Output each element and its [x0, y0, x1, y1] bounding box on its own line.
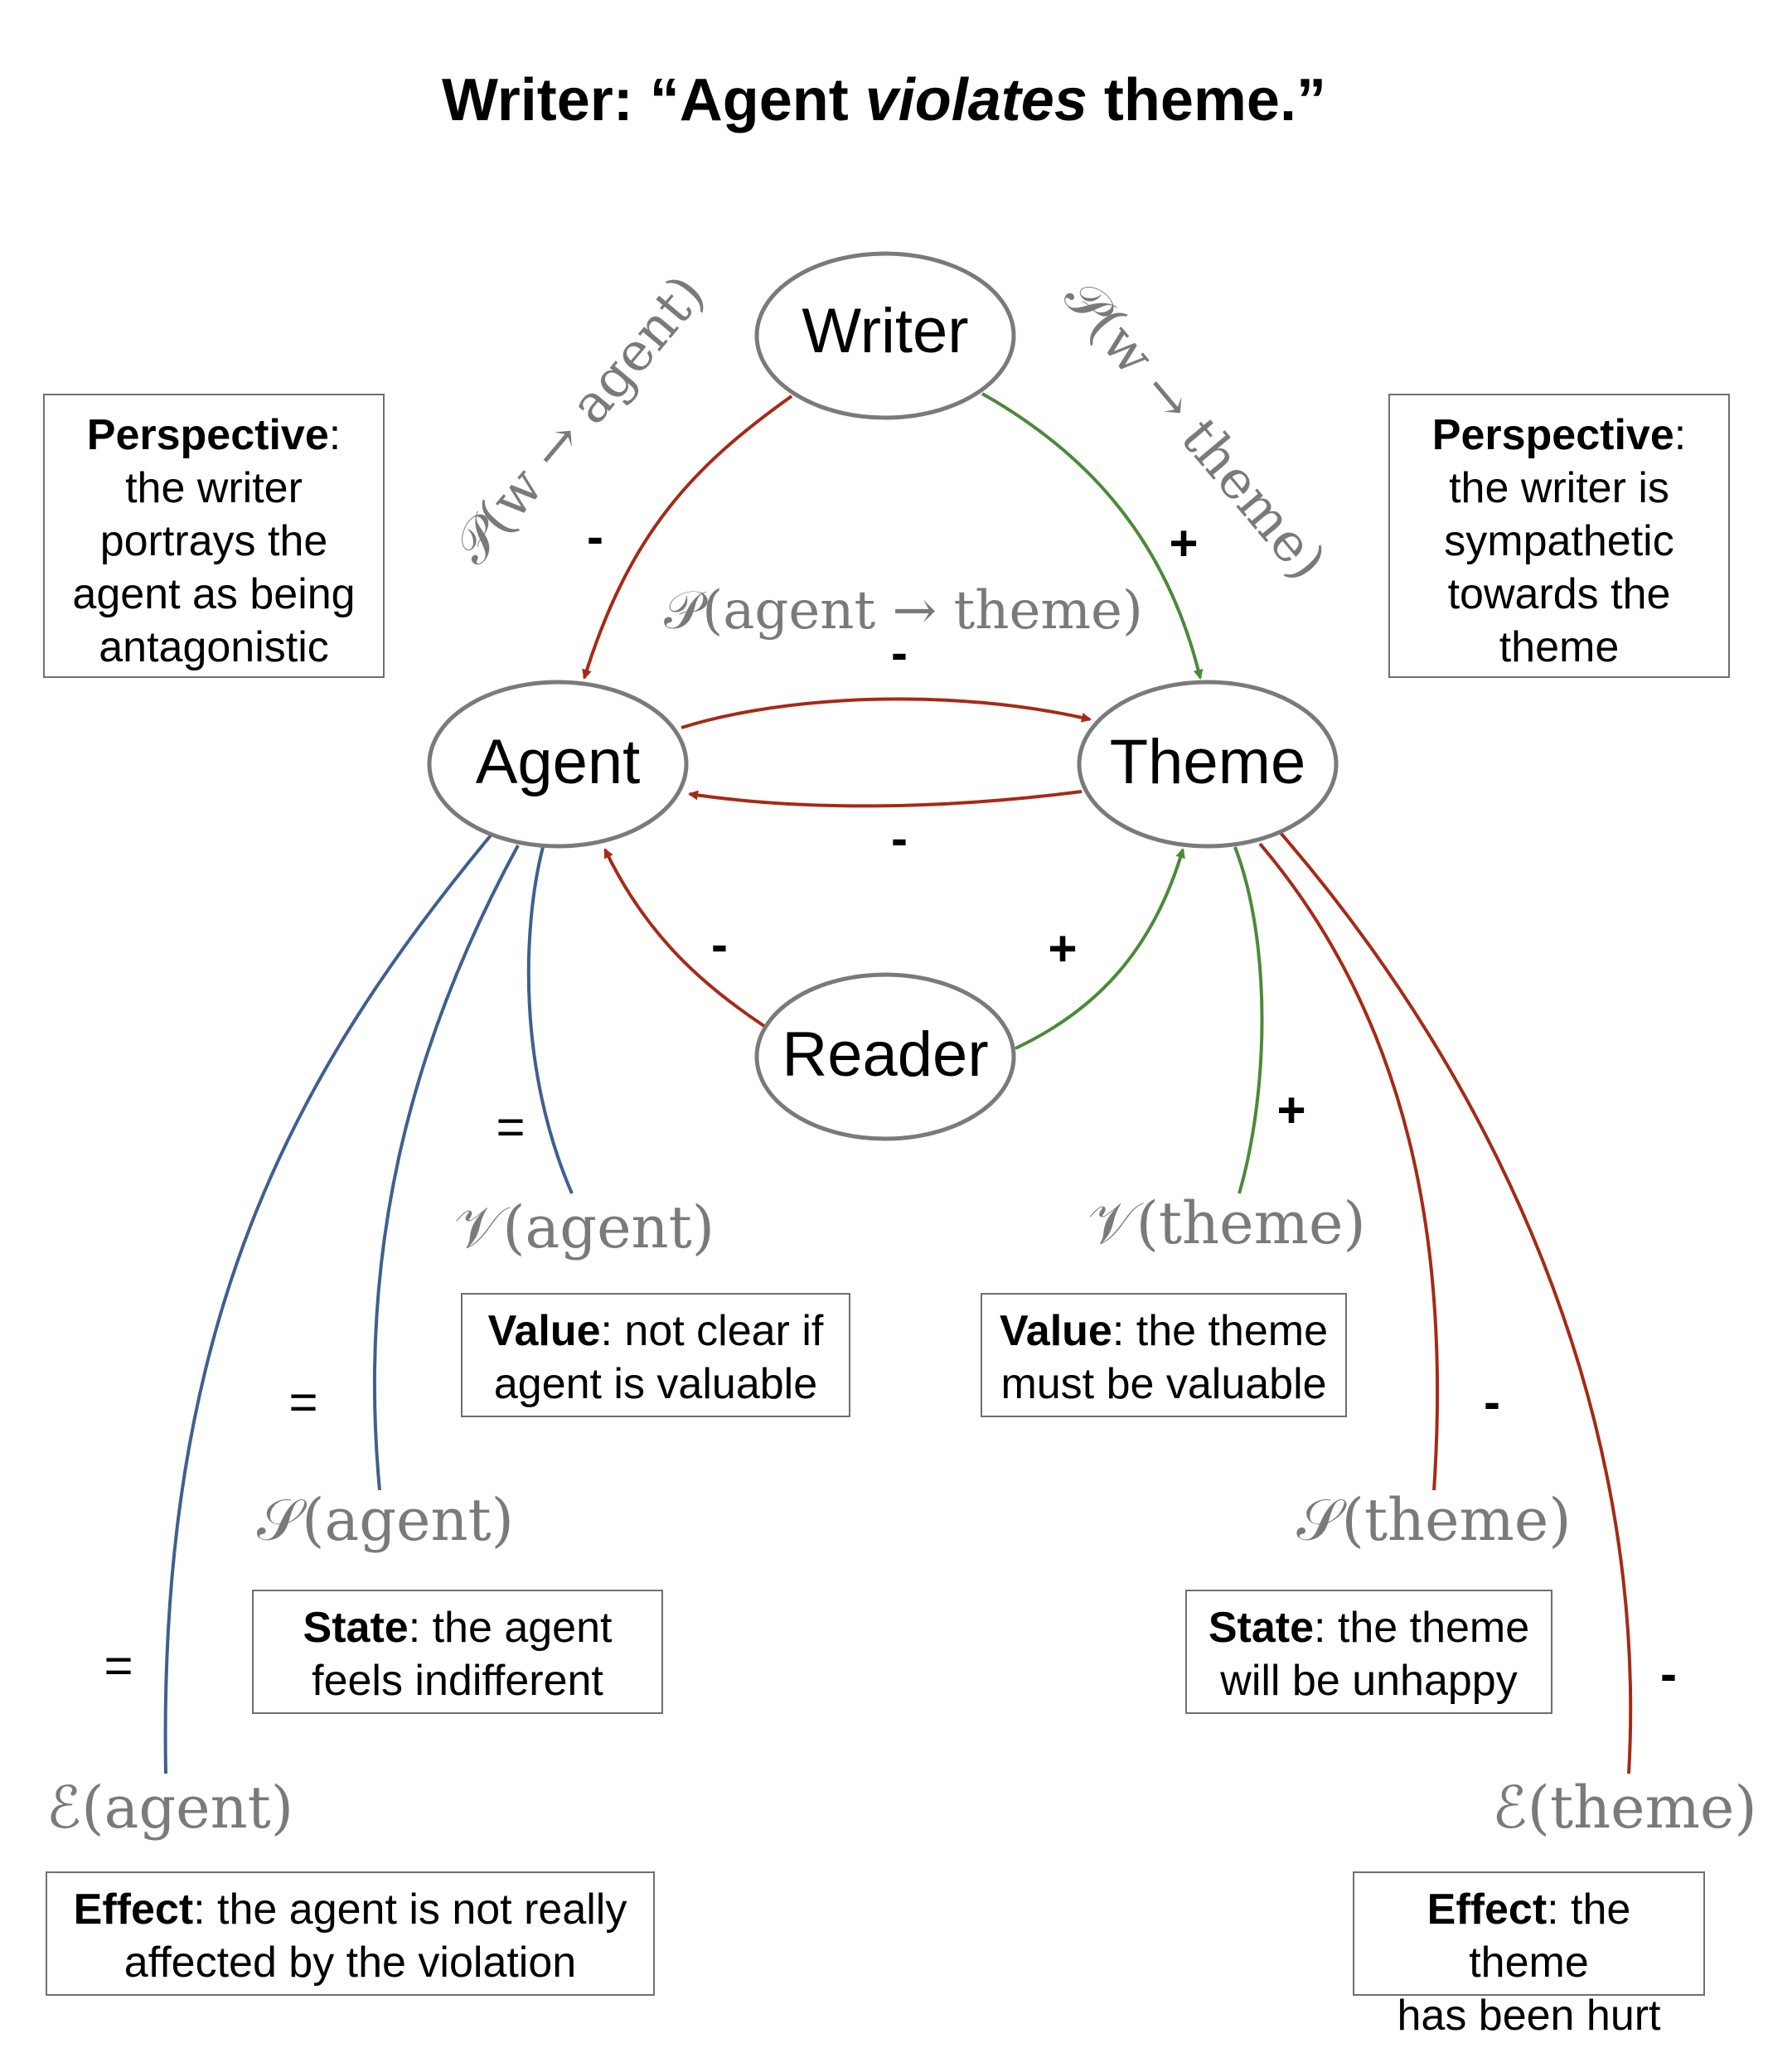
sign-writer-theme: +	[1169, 516, 1198, 571]
box-text: :	[328, 411, 341, 459]
edge-agent-value	[526, 846, 574, 1194]
node-agent-label: Agent	[476, 727, 641, 797]
box-text: : the agent is not really	[193, 1886, 627, 1934]
label-v-agent: 𝒱(agent)	[454, 1193, 714, 1261]
sign-reader-agent: -	[711, 917, 728, 972]
sign-theme-agent: -	[891, 811, 908, 866]
sign-e-theme: -	[1660, 1646, 1677, 1702]
label-e-agent: ℰ(agent)	[46, 1774, 293, 1842]
box-label: Value	[999, 1307, 1112, 1355]
box-text: antagonistic	[99, 623, 329, 671]
sign-writer-agent: -	[587, 509, 603, 564]
edge-writer-theme	[981, 392, 1204, 680]
box-text: agent is valuable	[493, 1360, 818, 1408]
box-label: Effect	[1427, 1886, 1548, 1934]
node-theme: Theme	[1077, 680, 1339, 849]
box-label: State	[303, 1604, 409, 1652]
edge-agent-state	[372, 845, 520, 1491]
box-text: agent as being	[72, 570, 356, 618]
box-text: : the theme	[1469, 1886, 1631, 1987]
sign-s-agent: =	[288, 1374, 317, 1430]
title-verb: violates	[865, 67, 1087, 133]
perspective-agent-box: Perspective: the writer portrays the age…	[43, 394, 385, 678]
sign-reader-theme: +	[1048, 921, 1077, 976]
box-label: Perspective	[1431, 411, 1674, 459]
edge-agent-theme	[681, 697, 1092, 729]
box-text: feels indifferent	[312, 1657, 603, 1705]
edge-theme-agent	[688, 790, 1083, 808]
label-p-writer-agent: 𝒫(w → agent)	[442, 264, 718, 575]
title-prefix: Writer: “Agent	[442, 67, 865, 133]
box-text: must be valuable	[1000, 1360, 1327, 1408]
label-v-theme: 𝒱(theme)	[1087, 1189, 1365, 1257]
state-agent-box: State: the agent feels indifferent	[252, 1590, 663, 1714]
sign-v-theme: +	[1276, 1082, 1305, 1138]
box-text: : the theme	[1112, 1307, 1329, 1355]
diagram-title: Writer: “Agent violates theme.”	[0, 66, 1768, 134]
sign-e-agent: =	[104, 1638, 133, 1693]
node-theme-label: Theme	[1110, 727, 1306, 797]
label-p-agent-theme: 𝒫(agent → theme)	[664, 580, 1143, 641]
sign-s-theme: -	[1484, 1374, 1500, 1430]
edge-theme-effect	[1279, 831, 1633, 1774]
box-label: Value	[487, 1307, 601, 1355]
box-text: : the agent	[408, 1604, 613, 1652]
state-theme-box: State: the theme will be unhappy	[1185, 1590, 1552, 1714]
node-reader: Reader	[754, 972, 1016, 1141]
box-text: portrays the	[99, 517, 328, 565]
node-agent: Agent	[427, 680, 689, 849]
edge-writer-agent	[582, 395, 793, 680]
box-text: has been hurt	[1397, 1992, 1661, 2040]
label-e-theme: ℰ(theme)	[1492, 1774, 1756, 1842]
box-text: will be unhappy	[1220, 1657, 1518, 1705]
box-text: the writer	[125, 464, 303, 512]
edge-reader-theme	[1015, 848, 1185, 1050]
label-s-theme: 𝒮(theme)	[1296, 1486, 1571, 1554]
node-writer-label: Writer	[802, 296, 968, 366]
sign-v-agent: =	[496, 1099, 525, 1155]
edge-agent-effect	[163, 834, 492, 1774]
title-suffix: theme.”	[1087, 67, 1326, 133]
box-text: towards the	[1447, 570, 1671, 618]
perspective-theme-box: Perspective: the writer is sympathetic t…	[1388, 394, 1730, 678]
node-writer: Writer	[754, 251, 1016, 420]
sign-agent-theme: -	[891, 625, 908, 680]
edge-reader-agent	[603, 848, 766, 1028]
label-s-agent: 𝒮(agent)	[257, 1486, 514, 1554]
box-text: :	[1674, 411, 1687, 459]
box-text: : the theme	[1314, 1604, 1530, 1652]
box-text: the writer is	[1449, 464, 1669, 512]
edge-theme-value	[1233, 846, 1264, 1194]
value-agent-box: Value: not clear if agent is valuable	[461, 1293, 850, 1417]
box-text: sympathetic	[1444, 517, 1674, 565]
box-text: theme	[1499, 623, 1620, 671]
box-label: State	[1208, 1604, 1314, 1652]
effect-theme-box: Effect: the theme has been hurt	[1353, 1871, 1705, 2040]
box-label: Perspective	[86, 411, 329, 459]
node-reader-label: Reader	[782, 1019, 988, 1090]
box-text: affected by the violation	[124, 1939, 577, 1987]
value-theme-box: Value: the theme must be valuable	[981, 1293, 1347, 1417]
box-label: Effect	[73, 1886, 194, 1934]
edge-theme-state	[1258, 842, 1440, 1491]
effect-agent-box: Effect: the agent is not really affected…	[46, 1871, 655, 1996]
box-text: : not clear if	[600, 1307, 824, 1355]
